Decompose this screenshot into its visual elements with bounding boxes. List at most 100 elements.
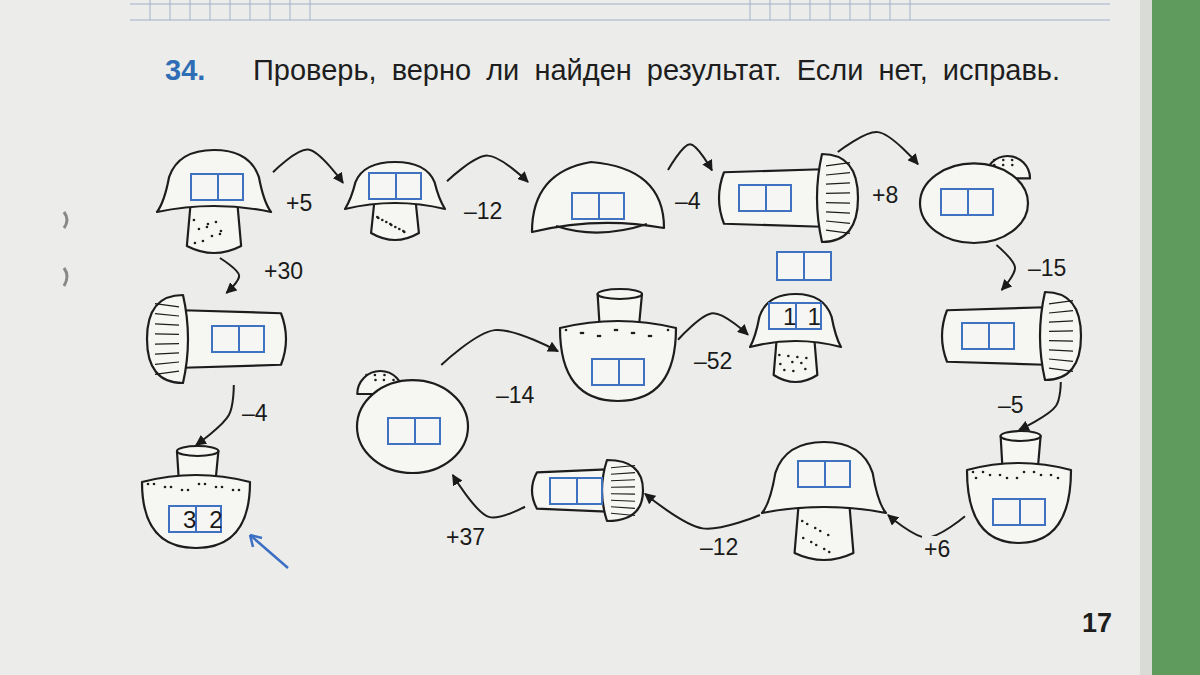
stipple-dot — [648, 335, 651, 338]
stem-top — [177, 446, 218, 456]
stipple-dot — [1033, 471, 1036, 474]
stipple-dot — [220, 230, 223, 233]
mushroom-cap — [532, 162, 664, 232]
mushroom-node — [355, 365, 470, 475]
stipple-dot — [232, 489, 235, 492]
stipple-dot — [394, 226, 397, 229]
stipple-dot — [221, 486, 224, 489]
exercise-number: 34. — [165, 50, 205, 90]
operation-arrow — [273, 150, 343, 183]
stipple-dot — [383, 379, 386, 382]
stipple-dot — [580, 332, 583, 335]
answer-cell — [738, 184, 792, 212]
stipple-dot — [1057, 477, 1060, 480]
gill-stroke — [1049, 340, 1073, 342]
mushroom-cap — [147, 295, 188, 383]
stipple-dot — [802, 537, 805, 540]
stipple-dot — [614, 329, 617, 332]
stipple-dot — [792, 370, 795, 373]
mushroom-drawing — [942, 292, 1081, 380]
mushroom-node — [528, 158, 668, 238]
gill-stroke — [826, 163, 850, 166]
gill-stroke — [611, 493, 635, 495]
answer-cell — [368, 172, 422, 200]
stipple-dot — [376, 216, 379, 219]
operation-label: –4 — [673, 188, 703, 214]
stipple-dot — [211, 235, 214, 238]
mushroom-stem — [774, 341, 818, 382]
mushroom-outline — [965, 430, 1073, 545]
gill-stroke — [155, 314, 179, 316]
mushroom-cap — [602, 460, 643, 521]
gill-stroke — [611, 513, 635, 515]
mushroom-cap — [967, 463, 1071, 543]
gill-stroke — [826, 202, 850, 204]
stipple-dot — [215, 221, 218, 224]
stipple-dot — [993, 159, 996, 162]
stipple-dot — [206, 226, 209, 229]
mushroom-cap — [560, 321, 676, 401]
gill-stroke — [826, 192, 850, 194]
stipple-dot — [194, 242, 197, 245]
stipple-dot — [814, 527, 817, 530]
green-cover — [1150, 0, 1200, 675]
operation-label: –14 — [494, 382, 536, 408]
mushroom-drawing — [345, 162, 445, 240]
stipple-dot — [390, 224, 393, 227]
answer-cell: 32 — [168, 505, 222, 533]
stipple-dot — [778, 354, 781, 357]
stipple-dot — [215, 486, 218, 489]
stipple-dot — [819, 530, 822, 533]
mushroom-drawing — [157, 150, 271, 253]
operation-arrow — [888, 515, 965, 538]
gill-stroke — [155, 333, 179, 335]
stipple-dot — [207, 223, 210, 226]
stipple-dot — [982, 471, 985, 474]
stipple-dot — [810, 541, 813, 544]
operation-arrow — [678, 313, 748, 340]
stipple-dot — [198, 483, 201, 486]
stipple-dot — [783, 369, 786, 372]
mushroom-node — [760, 440, 888, 565]
answer-cell — [387, 417, 441, 445]
mushroom-drawing — [147, 295, 286, 383]
answer-digits: 32 — [170, 507, 220, 533]
stipple-dot — [999, 474, 1002, 477]
gill-stroke — [1049, 350, 1073, 351]
stipple-dot — [181, 489, 184, 492]
gill-stroke — [155, 304, 179, 307]
operation-label: –12 — [462, 198, 504, 224]
stipple-dot — [779, 363, 782, 366]
page-edge — [1140, 0, 1152, 675]
operation-label: –12 — [698, 534, 740, 560]
mushroom-drawing — [357, 371, 468, 473]
mushroom-drawing — [762, 442, 886, 560]
operation-label: +5 — [284, 190, 314, 216]
binder-ring — [64, 212, 67, 286]
grid-strip — [130, 0, 1110, 20]
stipple-dot — [989, 474, 992, 477]
answer-cell — [549, 477, 603, 505]
pen-arrow — [250, 535, 288, 568]
stipple-dot — [398, 228, 401, 231]
answer-cell: 11 — [768, 302, 822, 330]
operation-arrow — [196, 385, 234, 445]
mushroom-stem — [942, 307, 1045, 365]
answer-digits: 11 — [770, 304, 820, 330]
mushroom-node — [558, 288, 678, 403]
mushroom-node — [935, 290, 1083, 382]
stipple-dot — [796, 356, 799, 359]
gill-stroke — [826, 230, 850, 233]
mushroom-cap — [357, 380, 468, 473]
stipple-dot — [815, 544, 818, 547]
mushroom-cap — [920, 163, 1028, 243]
operation-arrow — [645, 494, 760, 529]
mushroom-drawing — [719, 154, 858, 242]
operation-label: –52 — [692, 348, 734, 374]
stipple-dot — [374, 379, 377, 382]
mushroom-stem — [183, 310, 286, 368]
stipple-dot — [791, 361, 794, 364]
cap-rim — [556, 224, 647, 233]
operation-arrow — [441, 330, 558, 365]
